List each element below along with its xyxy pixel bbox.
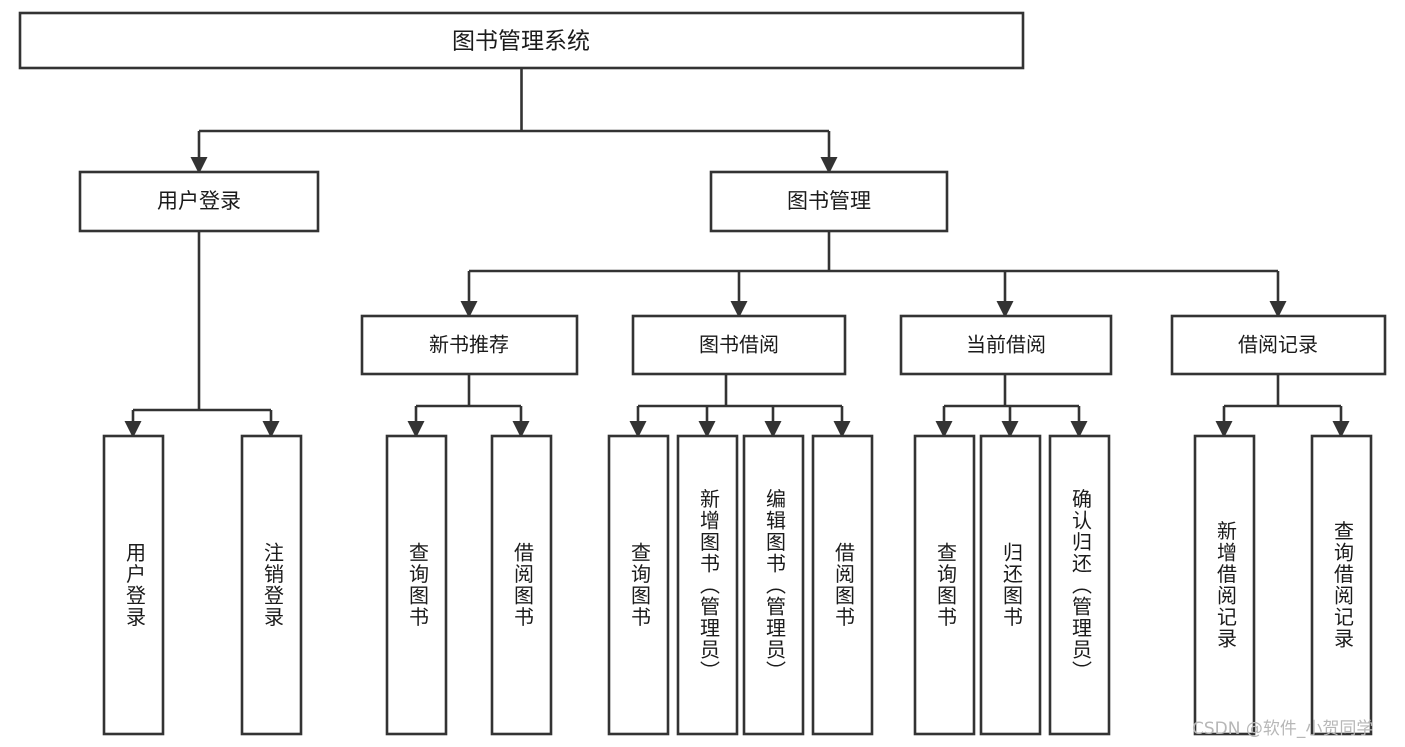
node-leaf-add-record-box[interactable]	[1193, 434, 1256, 736]
connector-group	[124, 68, 1350, 438]
node-leaf-return-book-label: 归还图书	[1000, 542, 1024, 628]
node-leaf-edit-book-label: 编辑图书（管理员）	[763, 488, 787, 682]
node-leaf-add-record[interactable]: 新增借阅记录	[1193, 434, 1256, 736]
node-leaf-add-record-label: 新增借阅记录	[1214, 520, 1238, 649]
node-leaf-query-record-box[interactable]	[1310, 434, 1373, 736]
node-leaf-user-login-box[interactable]	[102, 434, 165, 736]
node-leaf-add-book-label: 新增图书（管理员）	[697, 488, 721, 682]
node-new-book-rec-box[interactable]	[360, 314, 579, 376]
node-leaf-query-book-3[interactable]: 查询图书	[913, 434, 976, 736]
node-leaf-confirm-ret[interactable]: 确认归还（管理员）	[1048, 434, 1111, 736]
node-leaf-query-book-1[interactable]: 查询图书	[385, 434, 448, 736]
node-leaf-query-book-2[interactable]: 查询图书	[607, 434, 670, 736]
node-book-manage[interactable]: 图书管理	[709, 170, 949, 233]
node-leaf-add-book[interactable]: 新增图书（管理员）	[676, 434, 739, 736]
node-leaf-query-book-3-box[interactable]	[913, 434, 976, 736]
node-book-borrow[interactable]: 图书借阅	[631, 314, 847, 376]
node-leaf-query-book-1-box[interactable]	[385, 434, 448, 736]
node-leaf-borrow-book-1-box[interactable]	[490, 434, 553, 736]
node-current-borrow-box[interactable]	[899, 314, 1113, 376]
node-leaf-query-record-label: 查询借阅记录	[1331, 520, 1355, 649]
node-new-book-rec-label: 新书推荐	[429, 333, 509, 357]
node-leaf-borrow-book-1-label: 借阅图书	[511, 542, 535, 628]
csdn-watermark: CSDN @软件_小贺同学	[1192, 719, 1373, 739]
node-user-login-box[interactable]	[78, 170, 320, 233]
node-leaf-logout[interactable]: 注销登录	[240, 434, 303, 736]
node-leaf-confirm-ret-label: 确认归还（管理员）	[1069, 488, 1093, 682]
node-leaf-logout-label: 注销登录	[261, 542, 285, 628]
node-leaf-borrow-book-2[interactable]: 借阅图书	[811, 434, 874, 736]
node-leaf-query-book-2-label: 查询图书	[628, 542, 652, 628]
node-book-borrow-label: 图书借阅	[699, 333, 779, 357]
node-leaf-query-book-1-label: 查询图书	[406, 542, 430, 628]
node-borrow-record[interactable]: 借阅记录	[1170, 314, 1387, 376]
node-book-manage-label: 图书管理	[787, 189, 871, 213]
node-leaf-edit-book[interactable]: 编辑图书（管理员）	[742, 434, 805, 736]
node-leaf-return-book[interactable]: 归还图书	[979, 434, 1042, 736]
node-borrow-record-label: 借阅记录	[1238, 333, 1318, 357]
node-root[interactable]: 图书管理系统	[18, 11, 1025, 70]
node-user-login[interactable]: 用户登录	[78, 170, 320, 233]
node-leaf-borrow-book-1[interactable]: 借阅图书	[490, 434, 553, 736]
node-root-label: 图书管理系统	[452, 29, 590, 55]
node-leaf-query-record[interactable]: 查询借阅记录	[1310, 434, 1373, 736]
node-leaf-borrow-book-2-label: 借阅图书	[832, 542, 856, 628]
node-leaf-edit-book-box[interactable]	[742, 434, 805, 736]
node-book-manage-box[interactable]	[709, 170, 949, 233]
node-leaf-query-book-3-label: 查询图书	[934, 542, 958, 628]
node-leaf-query-book-2-box[interactable]	[607, 434, 670, 736]
node-new-book-rec[interactable]: 新书推荐	[360, 314, 579, 376]
node-leaf-borrow-book-2-box[interactable]	[811, 434, 874, 736]
node-book-borrow-box[interactable]	[631, 314, 847, 376]
node-borrow-record-box[interactable]	[1170, 314, 1387, 376]
node-leaf-add-book-box[interactable]	[676, 434, 739, 736]
node-leaf-logout-box[interactable]	[240, 434, 303, 736]
node-root-box[interactable]	[18, 11, 1025, 70]
node-leaf-confirm-ret-box[interactable]	[1048, 434, 1111, 736]
node-current-borrow-label: 当前借阅	[966, 333, 1046, 357]
node-user-login-label: 用户登录	[157, 189, 241, 213]
node-leaf-user-login-label: 用户登录	[123, 542, 147, 628]
node-current-borrow[interactable]: 当前借阅	[899, 314, 1113, 376]
node-leaf-user-login[interactable]: 用户登录	[102, 434, 165, 736]
node-leaf-return-book-box[interactable]	[979, 434, 1042, 736]
